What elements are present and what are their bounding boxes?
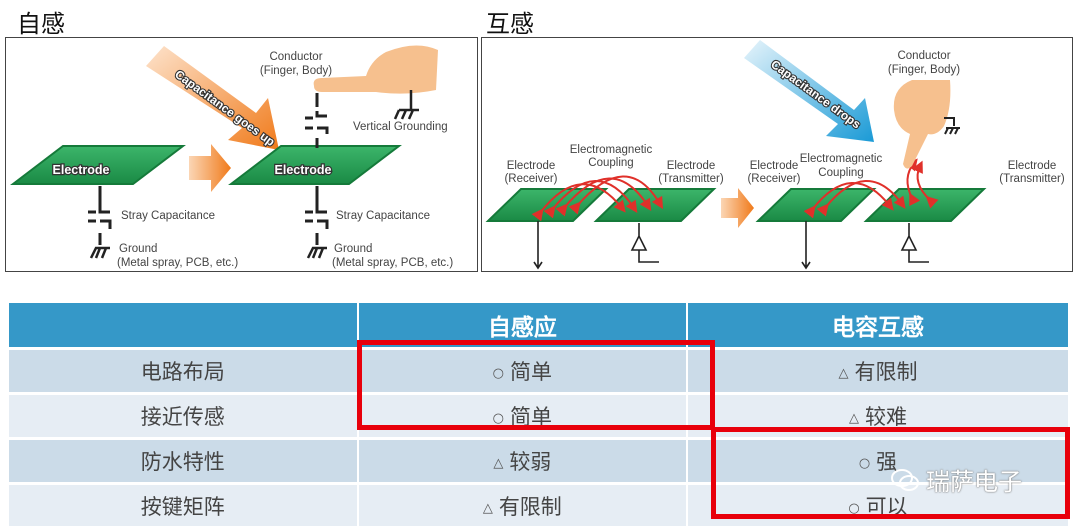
ground-label-left: Ground	[119, 243, 157, 255]
table-header-row: 自感应 电容互感	[9, 303, 1068, 347]
mutual-capacitance-diagram: Capacitance drops	[481, 37, 1073, 272]
electrode-left: Electrode	[10, 145, 186, 185]
receiver-desc-right: (Receiver)	[747, 173, 800, 185]
vertical-grounding-label: Vertical Grounding	[353, 121, 448, 133]
stray-capacitor-left-icon	[88, 186, 112, 259]
highlight-box-mutual	[711, 427, 1070, 519]
conductor-label: Conductor	[897, 50, 950, 62]
mark-icon: ○	[848, 500, 860, 516]
mutual-cell: ○强	[688, 440, 1068, 482]
receiver-desc-left: (Receiver)	[504, 173, 557, 185]
receiver-output-arrow-icon	[533, 221, 811, 270]
row-label: 接近传感	[9, 395, 357, 437]
svg-text:Electrode: Electrode	[275, 163, 332, 177]
vertical-ground-icon	[393, 90, 419, 120]
coupling-desc-left: Coupling	[588, 157, 633, 169]
table-row: 电路布局 ○ 简单 △ 有限制	[9, 350, 1068, 392]
watermark-text: 瑞萨电子	[926, 468, 1022, 496]
transmitter-label-right: Electrode	[1008, 160, 1057, 172]
row-label: 电路布局	[9, 350, 357, 392]
self-cell: △ 较弱	[358, 440, 687, 482]
mark-icon: △	[849, 410, 859, 426]
transmitter-desc-right: (Transmitter)	[999, 173, 1065, 185]
conductor-desc: (Finger, Body)	[888, 64, 960, 76]
stray-capacitance-label-right: Stray Capacitance	[336, 210, 430, 222]
table-row: 按键矩阵 △ 有限制 ○可以	[9, 485, 1068, 526]
cell-text: 简单	[509, 360, 552, 384]
pointing-finger-icon	[893, 80, 951, 169]
ground-desc-right: (Metal spray, PCB, etc.)	[332, 257, 453, 269]
ground-icon	[944, 117, 960, 135]
conductor-desc: (Finger, Body)	[260, 65, 332, 77]
mark-icon: ○	[492, 365, 504, 381]
row-label: 按键矩阵	[9, 485, 357, 526]
capacitance-drops-arrow: Capacitance drops	[744, 40, 874, 142]
table-row: 防水特性 △较弱 ○强	[9, 440, 1068, 482]
mark-icon: △	[838, 365, 849, 381]
self-capacitance-diagram: Capacitance goes up Electrode Electrode	[5, 37, 478, 272]
electrode-right: Electrode	[228, 145, 402, 185]
cell-text: 较弱	[509, 450, 552, 474]
mark-icon: △	[482, 500, 493, 516]
right-arrow-icon	[189, 144, 231, 192]
capacitance-up-arrow: Capacitance goes up	[146, 46, 279, 150]
coupling-label-right: Electromagnetic	[800, 153, 883, 165]
self-title: 自感	[17, 10, 65, 38]
coupling-field-lines-right	[803, 158, 939, 219]
cell-text: 强	[876, 450, 898, 474]
coupling-field-lines-left	[531, 175, 664, 222]
cell-text: 较难	[865, 405, 907, 429]
header-self: 自感应	[358, 303, 687, 347]
mutual-cell: △ 有限制	[688, 350, 1068, 392]
conductor-label: Conductor	[269, 51, 322, 63]
watermark: 瑞萨电子	[890, 462, 1022, 497]
finger-capacitor-icon	[305, 93, 329, 148]
hand-icon	[313, 45, 438, 94]
self-cell: ○ 简单	[358, 350, 687, 392]
stray-capacitance-label-left: Stray Capacitance	[121, 210, 215, 222]
svg-text:Electrode: Electrode	[53, 163, 110, 177]
cell-text: 有限制	[854, 360, 918, 384]
mark-icon: ○	[492, 410, 504, 426]
highlight-box-self	[357, 340, 715, 430]
mark-icon: ○	[858, 455, 871, 471]
mutual-title: 互感	[486, 10, 534, 38]
transmitter-desc-left: (Transmitter)	[658, 173, 724, 185]
coupling-desc-right: Coupling	[818, 167, 863, 179]
header-empty	[9, 303, 357, 347]
coupling-label-left: Electromagnetic	[570, 144, 653, 156]
ground-label-right: Ground	[334, 243, 372, 255]
svg-text:Capacitance drops: Capacitance drops	[768, 57, 863, 132]
wechat-icon	[891, 468, 919, 491]
receiver-label-left: Electrode	[507, 160, 556, 172]
mutual-cell: ○可以	[688, 485, 1068, 526]
cell-text: 有限制	[498, 495, 562, 519]
receiver-label-right: Electrode	[750, 160, 799, 172]
header-mutual: 电容互感	[688, 303, 1068, 347]
row-label: 防水特性	[9, 440, 357, 482]
self-cell: △ 有限制	[358, 485, 687, 526]
ground-desc-left: (Metal spray, PCB, etc.)	[117, 257, 238, 269]
mark-icon: △	[493, 455, 504, 471]
comparison-table: 自感应 电容互感 电路布局 ○ 简单 △ 有限制 接近传感 ○ 简单 △ 较难 防水特性…	[7, 300, 1070, 526]
transmitter-electrode-left	[593, 188, 717, 222]
right-arrow-icon	[721, 188, 754, 228]
self-cell: ○简单	[358, 395, 687, 437]
transmitter-label-left: Electrode	[667, 160, 716, 172]
stray-capacitor-right-icon	[305, 186, 329, 259]
transmitter-amplifier-icon	[630, 223, 929, 263]
